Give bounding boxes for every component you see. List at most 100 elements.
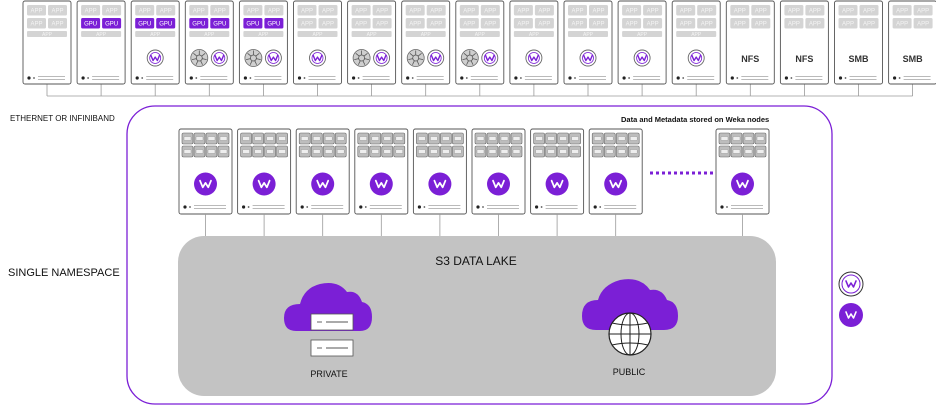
app-chip: APP [676, 18, 696, 29]
drive-bay [205, 145, 218, 158]
gpu-chip: GPU [264, 18, 284, 29]
weka-filled-icon [194, 172, 217, 196]
drive-bay [557, 132, 569, 145]
weka-outline-icon [427, 49, 445, 67]
drive-bay [252, 132, 264, 145]
svg-text:APP: APP [571, 21, 583, 27]
svg-text:APP: APP [430, 21, 442, 27]
power-led-icon [359, 205, 363, 209]
drive-bay [276, 132, 288, 145]
svg-text:APP: APP [204, 32, 215, 38]
drive-bay [615, 132, 628, 145]
drive-bay [742, 145, 755, 158]
app-chip: APP [372, 18, 392, 29]
app-chip: APP [27, 18, 46, 29]
namespace-boundary [126, 105, 833, 405]
app-chip: APP [784, 5, 804, 16]
svg-text:APP: APP [592, 8, 604, 14]
app-chip: APP [210, 5, 230, 16]
app-chip: APP [892, 18, 912, 29]
app-chip: APP [243, 5, 263, 16]
app-chip: APP [892, 5, 912, 16]
weka-node-row [178, 128, 770, 236]
svg-text:APP: APP [475, 32, 486, 38]
drive-bay [181, 145, 194, 158]
svg-text:APP: APP [376, 8, 388, 14]
drive-bay [533, 132, 545, 145]
drive-bay [615, 145, 628, 158]
drive-bay [240, 132, 252, 145]
app-chip [459, 31, 500, 37]
svg-text:APP: APP [312, 32, 323, 38]
drive-bay [357, 132, 370, 145]
app-chip [81, 31, 122, 37]
svg-text:APP: APP [367, 32, 378, 38]
drive-bay [217, 132, 230, 145]
app-chip: APP [622, 5, 642, 16]
namespace-label: SINGLE NAMESPACE [8, 267, 120, 279]
drive-bay [498, 132, 511, 145]
app-chip: APP [48, 5, 67, 16]
app-chip [243, 31, 284, 37]
weka-outline-icon [373, 49, 391, 67]
drive-bay [557, 145, 569, 158]
drive-bay [474, 145, 487, 158]
public-label: PUBLIC [613, 367, 646, 377]
weka-node [354, 128, 409, 215]
weka-node [295, 128, 350, 215]
app-chip [189, 31, 230, 37]
app-chip: APP [459, 5, 479, 16]
app-chip: APP [805, 5, 825, 16]
svg-text:APP: APP [896, 8, 908, 14]
weka-outline-icon [146, 49, 164, 67]
app-chip: APP [697, 18, 717, 29]
svg-text:APP: APP [592, 21, 604, 27]
app-chip: APP [156, 5, 176, 16]
app-chip: APP [589, 5, 608, 16]
svg-text:GPU: GPU [267, 21, 280, 27]
svg-text:APP: APP [647, 21, 659, 27]
svg-text:APP: APP [571, 8, 583, 14]
svg-text:APP: APP [160, 8, 172, 14]
svg-text:APP: APP [355, 8, 367, 14]
svg-text:APP: APP [701, 21, 713, 27]
drive-bay [591, 132, 604, 145]
svg-text:APP: APP [193, 8, 205, 14]
svg-text:APP: APP [484, 21, 496, 27]
app-chip [405, 31, 446, 37]
svg-text:APP: APP [917, 21, 929, 27]
svg-text:APP: APP [30, 8, 42, 14]
app-chip [513, 31, 554, 37]
app-chip: APP [405, 18, 425, 29]
drive-bay [369, 132, 382, 145]
drive-bay [627, 132, 640, 145]
drive-bay [754, 132, 767, 145]
svg-text:APP: APP [96, 32, 107, 38]
svg-text:APP: APP [538, 21, 550, 27]
weka-filled-icon [252, 172, 276, 196]
gpu-chip: GPU [81, 18, 101, 29]
app-chip: APP [784, 18, 804, 29]
app-chip: APP [838, 5, 858, 16]
kubernetes-icon [406, 49, 425, 67]
weka-outline-icon [838, 271, 864, 297]
weka-outline-icon [481, 49, 499, 67]
app-chip [568, 31, 608, 37]
legend [838, 271, 864, 327]
app-chip [27, 31, 67, 37]
app-chip: APP [351, 18, 371, 29]
power-led-icon [183, 205, 187, 209]
drive-bay [627, 145, 640, 158]
weka-filled-icon [545, 172, 569, 196]
svg-text:APP: APP [842, 21, 854, 27]
app-chip: APP [297, 18, 317, 29]
app-chip: APP [297, 5, 317, 16]
